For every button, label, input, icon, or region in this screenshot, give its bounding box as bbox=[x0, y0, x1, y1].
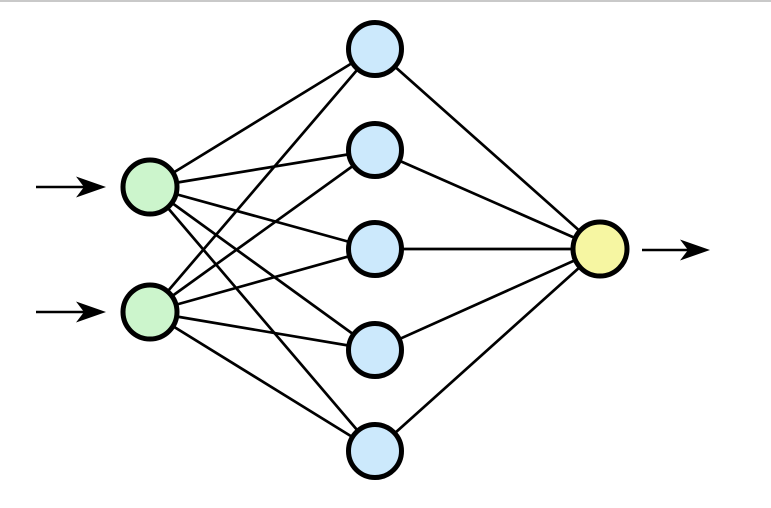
input-arrow-2-head-icon bbox=[76, 301, 106, 323]
input-node-1 bbox=[120, 157, 180, 217]
edge-hidden-2-to-output-1 bbox=[374, 148, 601, 251]
edge-input-1-to-hidden-1 bbox=[149, 47, 376, 189]
edge-input-2-to-hidden-4 bbox=[149, 310, 376, 352]
edge-hidden-1-to-output-1 bbox=[374, 47, 601, 251]
edge-input-2-to-hidden-2 bbox=[149, 148, 376, 314]
top-border-line bbox=[0, 0, 771, 2]
hidden-node-5 bbox=[346, 422, 404, 480]
hidden-node-4 bbox=[346, 321, 404, 379]
edge-input-1-to-hidden-4 bbox=[149, 185, 376, 352]
input-node-2 bbox=[120, 282, 180, 342]
output-arrow-head-icon bbox=[680, 239, 710, 261]
edge-input-2-to-hidden-5 bbox=[149, 310, 376, 453]
edge-input-2-to-hidden-1 bbox=[148, 48, 377, 313]
hidden-node-1 bbox=[346, 20, 404, 78]
edge-input-1-to-hidden-5 bbox=[148, 186, 377, 452]
edge-hidden-4-to-output-1 bbox=[374, 247, 601, 352]
input-arrow-1-head-icon bbox=[76, 176, 106, 198]
edge-hidden-5-to-output-1 bbox=[374, 247, 601, 453]
edge-input-1-to-hidden-2 bbox=[149, 148, 376, 189]
edge-input-2-to-hidden-3 bbox=[149, 247, 376, 314]
edge-input-1-to-hidden-3 bbox=[149, 185, 376, 251]
output-node-1 bbox=[570, 219, 630, 279]
hidden-node-3 bbox=[346, 220, 404, 278]
hidden-node-2 bbox=[346, 121, 404, 179]
